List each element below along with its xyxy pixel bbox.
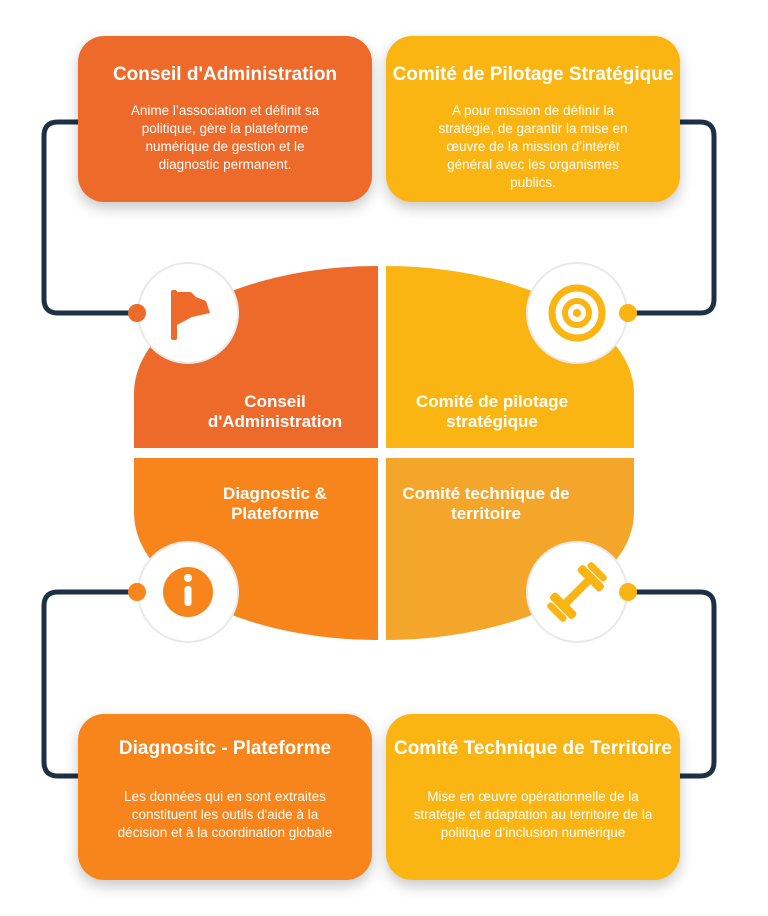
card-description: Mise en œuvre opérationnelle de la strat… (413, 789, 653, 840)
quadrant-label-diagnostic: Diagnostic & Plateforme (223, 484, 327, 523)
card-title: Conseil d'Administration (112, 64, 338, 85)
connector-line-conseil (41, 119, 139, 316)
connector-line-diagnostic (41, 589, 139, 779)
connector-line-pilotage (625, 119, 717, 316)
dumbbell-icon (547, 562, 607, 622)
card-title: Comité de Pilotage Stratégique (392, 64, 674, 85)
info-icon (163, 567, 213, 617)
target-icon (548, 284, 606, 342)
icon-circle-conseil (128, 262, 239, 364)
card-title: Diagnositc - Plateforme (118, 738, 332, 759)
card-comite-pilotage: Comité de Pilotage Stratégique A pour mi… (386, 36, 680, 202)
card-comite-technique: Comité Technique de Territoire Mise en œ… (386, 714, 680, 880)
card-description: Anime l’association et définit sa politi… (130, 103, 320, 172)
card-description: A pour mission de définir la stratégie, … (438, 103, 628, 190)
card-conseil-administration: Conseil d'Administration Anime l’associa… (78, 36, 372, 202)
quadrant-label-conseil: Conseil d'Administration (207, 392, 343, 431)
icon-circle-diagnostic (128, 541, 239, 643)
quadrant-label-comite-technique: Comité technique de territoire (402, 484, 570, 523)
connector-line-technique (625, 589, 717, 779)
card-diagnostic-plateforme: Diagnositc - Plateforme Les données qui … (78, 714, 372, 880)
flag-icon (171, 290, 210, 340)
card-description: Les données qui en sont extraites consti… (117, 789, 333, 840)
card-title: Comité Technique de Territoire (393, 738, 672, 759)
icon-circle-comite-technique (526, 541, 637, 643)
icon-circle-comite-pilotage (526, 262, 637, 364)
quadrant-label-comite-pilotage: Comité de pilotage stratégique (415, 392, 569, 431)
